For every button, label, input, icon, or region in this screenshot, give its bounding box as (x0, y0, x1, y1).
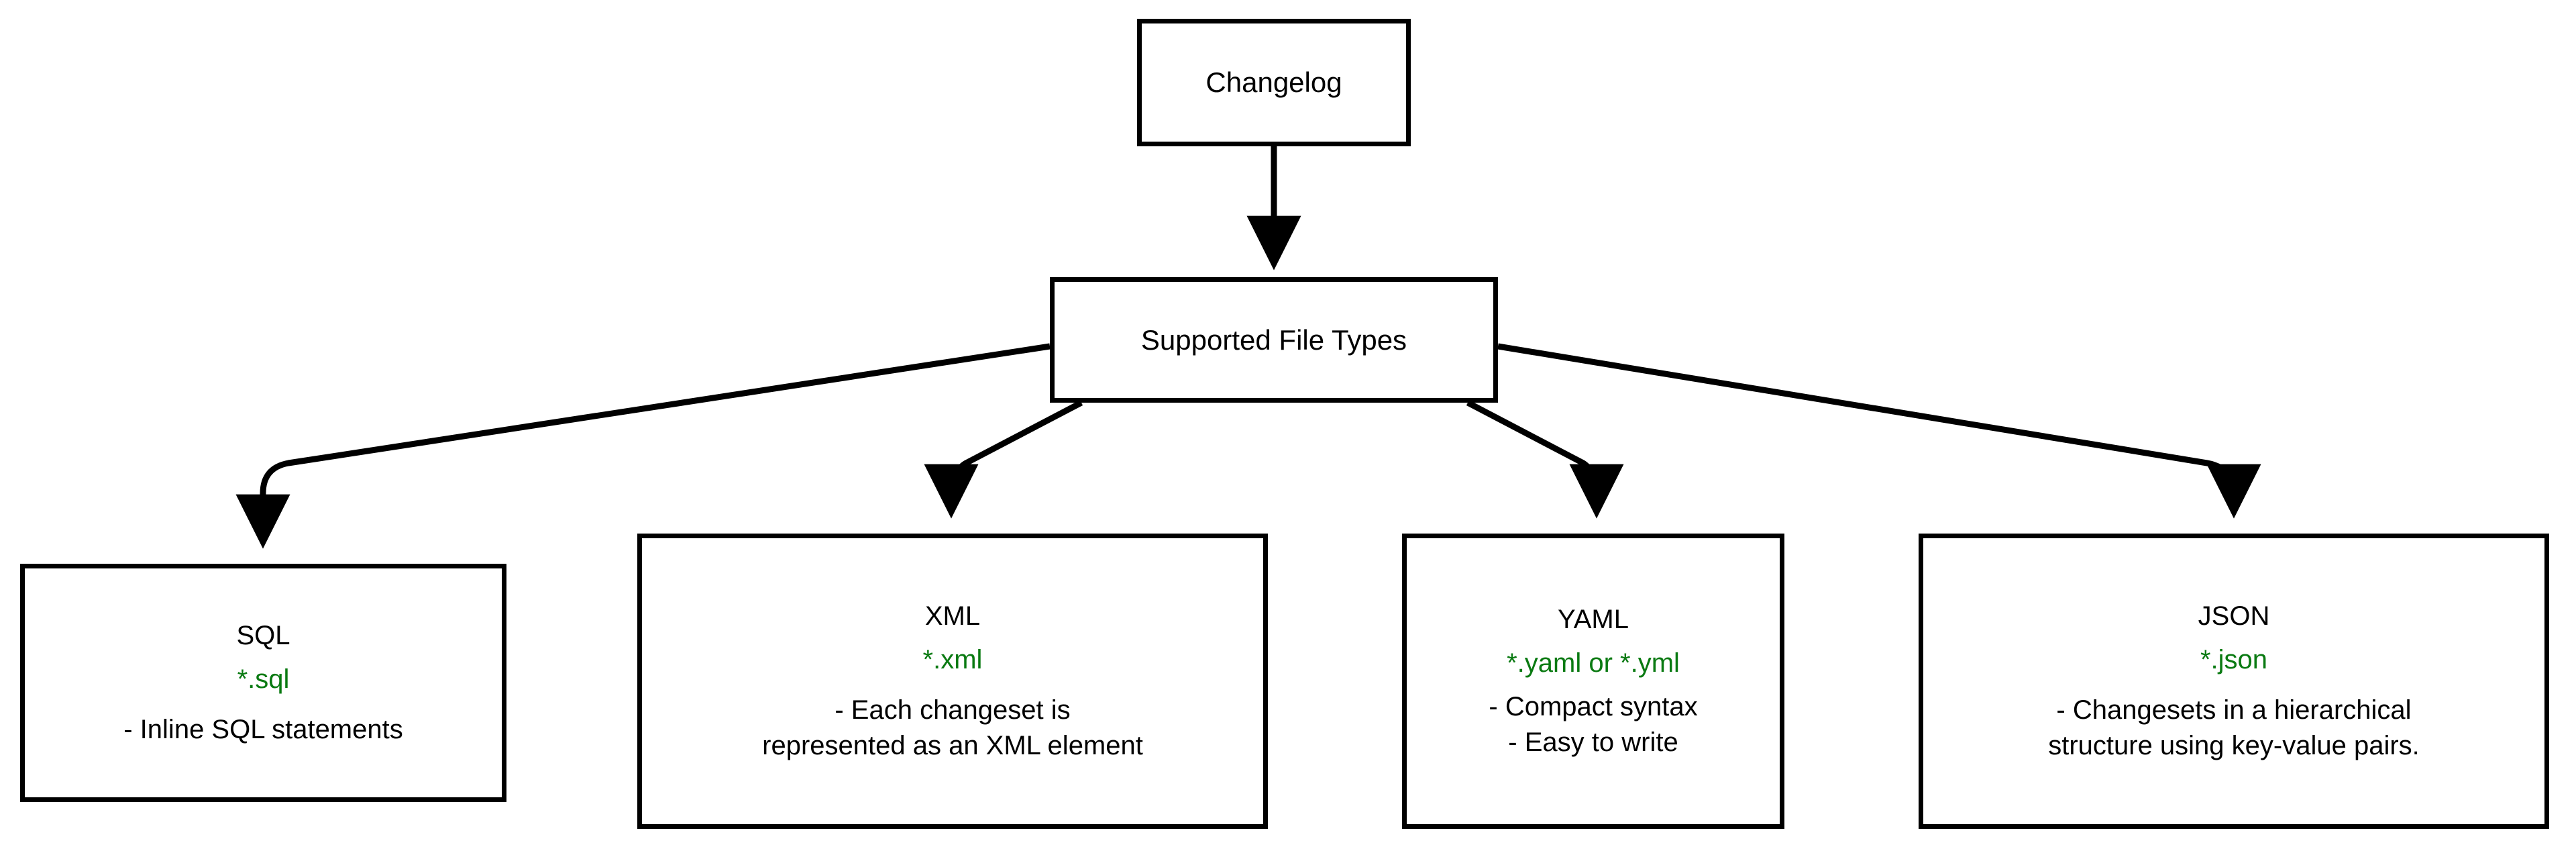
node-xml-description-line: represented as an XML element (762, 730, 1143, 760)
node-json-description-line: structure using key-value pairs. (2048, 730, 2420, 760)
node-json-title: JSON (2198, 601, 2270, 632)
node-yaml-description-line: - Compact syntax (1489, 692, 1698, 721)
node-xml-extension: *.xml (922, 645, 983, 675)
node-sql-description-line: - Inline SQL statements (123, 714, 403, 744)
edge-supported-to-sql (235, 343, 1051, 549)
node-yaml[interactable]: YAML *.yaml or *.yml - Compact syntax - … (1402, 534, 1784, 829)
node-sql[interactable]: SQL *.sql - Inline SQL statements (20, 564, 506, 802)
node-json-extension: *.json (2200, 645, 2268, 675)
edge-supported-to-xml (924, 400, 1083, 519)
node-yaml-description-line: - Easy to write (1508, 727, 1678, 757)
node-yaml-extension: *.yaml or *.yml (1507, 648, 1680, 679)
node-sql-extension: *.sql (237, 664, 290, 695)
edge-supported-to-json (1497, 343, 2261, 519)
node-changelog-label: Changelog (1205, 66, 1342, 99)
node-json-description-line: - Changesets in a hierarchical (2056, 695, 2412, 725)
node-sql-title: SQL (236, 621, 290, 651)
edge-supported-to-yaml (1466, 400, 1624, 519)
node-xml[interactable]: XML *.xml - Each changeset is represente… (637, 534, 1268, 829)
node-changelog[interactable]: Changelog (1137, 19, 1411, 146)
node-xml-title: XML (924, 601, 981, 632)
node-xml-description-line: - Each changeset is (835, 695, 1071, 725)
node-yaml-title: YAML (1558, 605, 1629, 635)
node-json[interactable]: JSON *.json - Changesets in a hierarchic… (1919, 534, 2549, 829)
node-supported-file-types[interactable]: Supported File Types (1050, 277, 1498, 403)
node-supported-file-types-label: Supported File Types (1140, 323, 1407, 356)
